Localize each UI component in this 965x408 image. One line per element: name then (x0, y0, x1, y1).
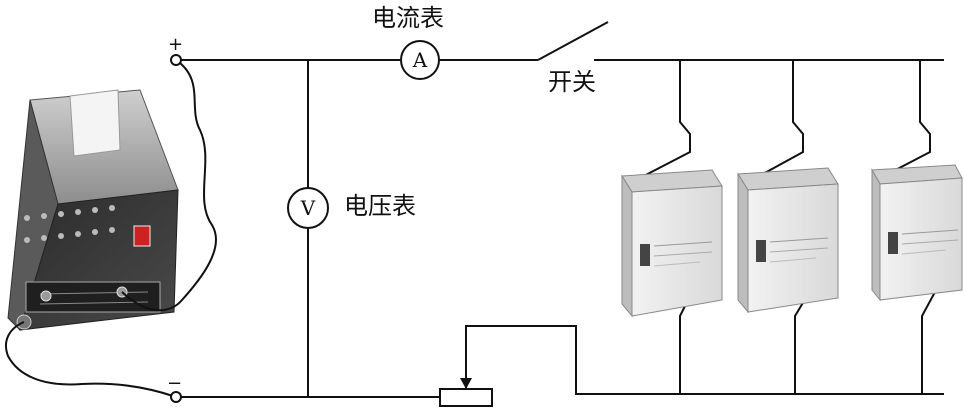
switch-blade (537, 21, 609, 61)
positive-sign: + (168, 34, 183, 55)
positive-lead (121, 59, 217, 312)
switch-label: 开关 (548, 68, 596, 96)
device-handle (69, 89, 121, 157)
indicator-lights (24, 205, 115, 243)
battery-1 (621, 169, 723, 318)
rheostat-slider-wire (465, 325, 944, 395)
positive-terminal (170, 54, 182, 66)
battery-2 (737, 167, 839, 314)
voltmeter-label: 电压表 (344, 192, 416, 220)
rheostat (439, 388, 493, 407)
battery-3 (871, 164, 963, 302)
rheostat-wiper-arrow (460, 378, 472, 389)
negative-lead (5, 321, 177, 398)
ammeter-label: 电流表 (372, 4, 444, 32)
tester-device (7, 89, 179, 331)
negative-sign: − (167, 373, 182, 394)
device-power-switch (133, 225, 151, 247)
ammeter-symbol: A (412, 48, 428, 72)
voltmeter-symbol: V (300, 196, 316, 220)
